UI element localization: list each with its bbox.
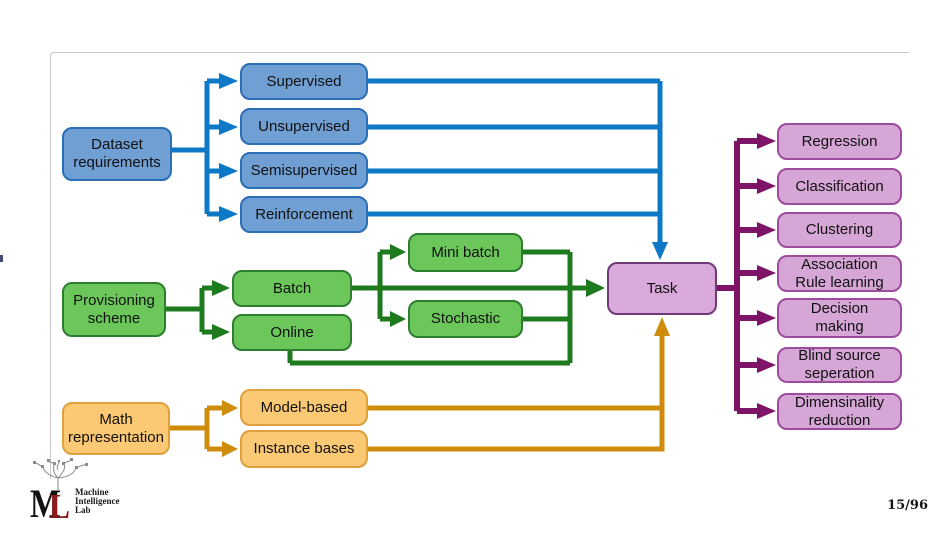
node-dimensinality-reduction: Dimensinality reduction [777,393,902,430]
node-online: Online [232,314,352,351]
circuit-tree-icon [33,458,88,490]
node-provisioning-scheme: Provisioning scheme [62,282,166,337]
arrow-head-icon [757,403,776,419]
node-association-rule-learning: Association Rule learning [777,255,902,292]
arrow-head-icon [219,206,238,222]
arrow-head-icon [757,357,776,373]
node-math-representation: Math representation [62,402,170,455]
node-clustering: Clustering [777,212,902,248]
node-mini-batch: Mini batch [408,233,523,272]
arrow-head-icon [212,324,230,340]
node-reinforcement: Reinforcement [240,196,368,233]
node-unsupervised: Unsupervised [240,108,368,145]
node-stochastic: Stochastic [408,300,523,338]
node-instance-bases: Instance bases [240,430,368,468]
node-regression: Regression [777,123,902,160]
green-connectors [165,244,605,366]
arrow-head-icon [222,441,238,457]
node-task: Task [607,262,717,315]
node-blind-source-seperation: Blind source seperation [777,347,902,383]
blue-connectors [172,73,668,260]
arrow-head-icon [757,265,776,281]
node-decision-making: Decision making [777,298,902,338]
arrow-head-icon [757,178,776,194]
edge-mark [0,255,3,262]
arrow-head-icon [219,163,238,179]
arrow-head-icon [390,311,406,327]
purple-connectors [717,133,776,419]
node-model-based: Model-based [240,389,368,426]
machine-intelligence-lab-logo: M L Machine Intelligence Lab [28,458,178,526]
node-batch: Batch [232,270,352,307]
logo-letter-l: L [49,487,71,526]
node-supervised: Supervised [240,63,368,100]
arrow-head-icon [757,222,776,238]
arrow-head-icon [390,244,406,260]
arrow-head-icon [222,400,238,416]
arrow-head-icon [757,310,776,326]
arrow-head-icon [652,242,668,260]
arrow-head-icon [654,317,670,336]
page-number: 15/96 [887,498,928,513]
arrow-head-icon [212,280,230,296]
slide-content-border [50,52,909,479]
node-dataset-requirements: Dataset requirements [62,127,172,181]
arrow-head-icon [586,279,605,297]
logo-text: Machine Intelligence Lab [75,487,120,515]
node-classification: Classification [777,168,902,205]
arrow-head-icon [219,73,238,89]
logo-letter-m: M [30,481,61,526]
node-semisupervised: Semisupervised [240,152,368,189]
orange-connectors [170,317,670,457]
arrow-head-icon [757,133,776,149]
arrow-head-icon [219,119,238,135]
